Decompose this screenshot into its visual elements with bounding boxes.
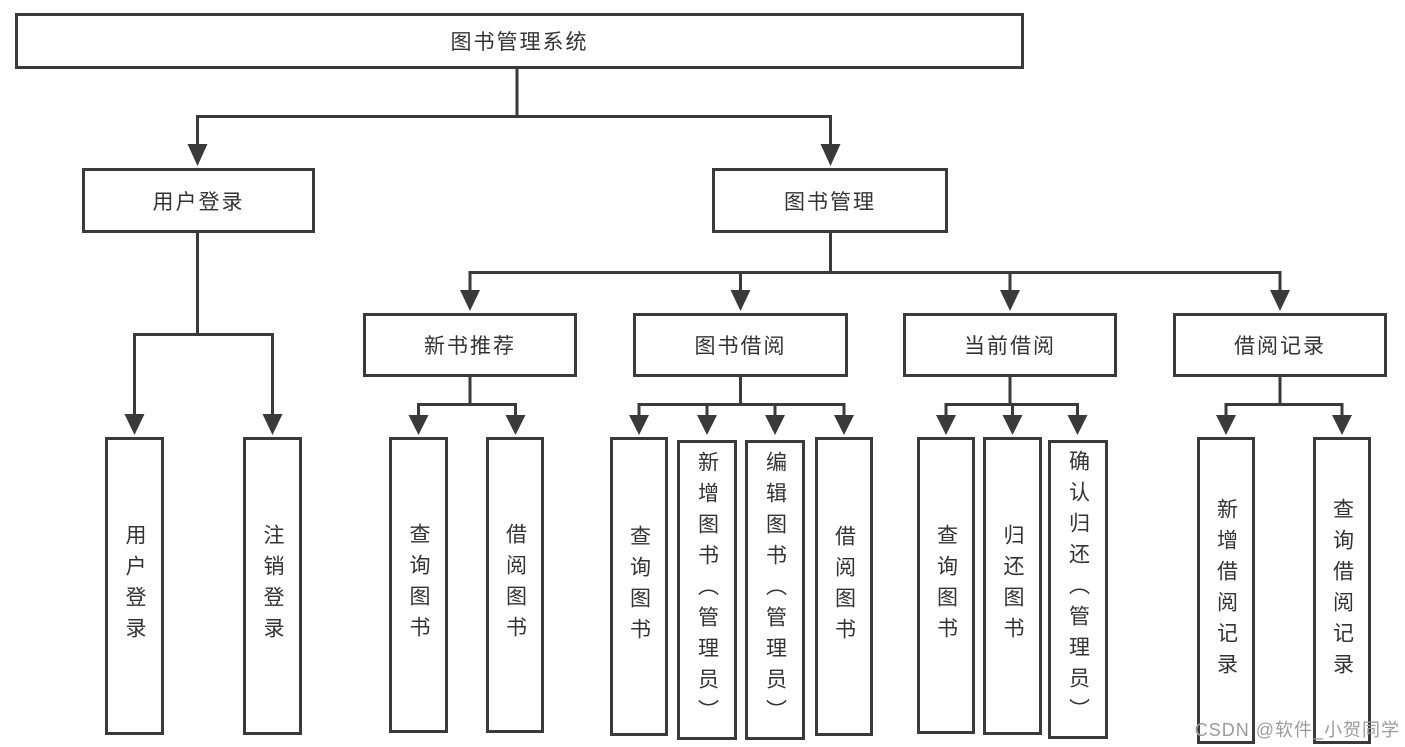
connector-root-branch [187,69,841,166]
node-query-borrow-record: 查询借阅记录 [1313,437,1371,744]
node-book-borrow: 图书借阅 [633,313,848,377]
node-borrow-records: 借阅记录 [1173,313,1387,377]
connector-new-book-branch [408,377,526,435]
node-query-books-recommend: 查询图书 [389,437,448,733]
node-new-book-recommend: 新书推荐 [363,313,577,377]
node-query-books-current: 查询图书 [917,437,975,734]
csdn-watermark: CSDN @软件_小贺同学 [1194,720,1400,740]
node-borrow-books-recommend: 借阅图书 [486,437,544,733]
connector-book-mgmt-branch [460,233,1290,311]
connector-book-borrow-branch [629,377,854,435]
node-user-login: 用户登录 [82,168,315,233]
connector-borrow-records-branch [1216,377,1352,435]
node-logout-action: 注销登录 [243,437,302,735]
node-user-login-action: 用户登录 [105,437,164,735]
node-borrow-books-action: 借阅图书 [815,437,873,736]
node-query-books-borrow: 查询图书 [610,437,668,736]
node-add-borrow-record: 新增借阅记录 [1197,437,1255,744]
node-book-mgmt: 图书管理 [712,168,948,233]
connector-user-login-branch [124,233,283,435]
node-system-root: 图书管理系统 [15,13,1024,69]
node-edit-books-admin: 编辑图书（管理员） [745,440,805,740]
node-return-books: 归还图书 [983,437,1042,735]
node-confirm-return-admin: 确认归还（管理员） [1048,440,1108,739]
node-add-books-admin: 新增图书（管理员） [677,440,737,740]
node-current-borrow: 当前借阅 [903,313,1117,377]
connector-current-borrow-branch [936,377,1088,435]
